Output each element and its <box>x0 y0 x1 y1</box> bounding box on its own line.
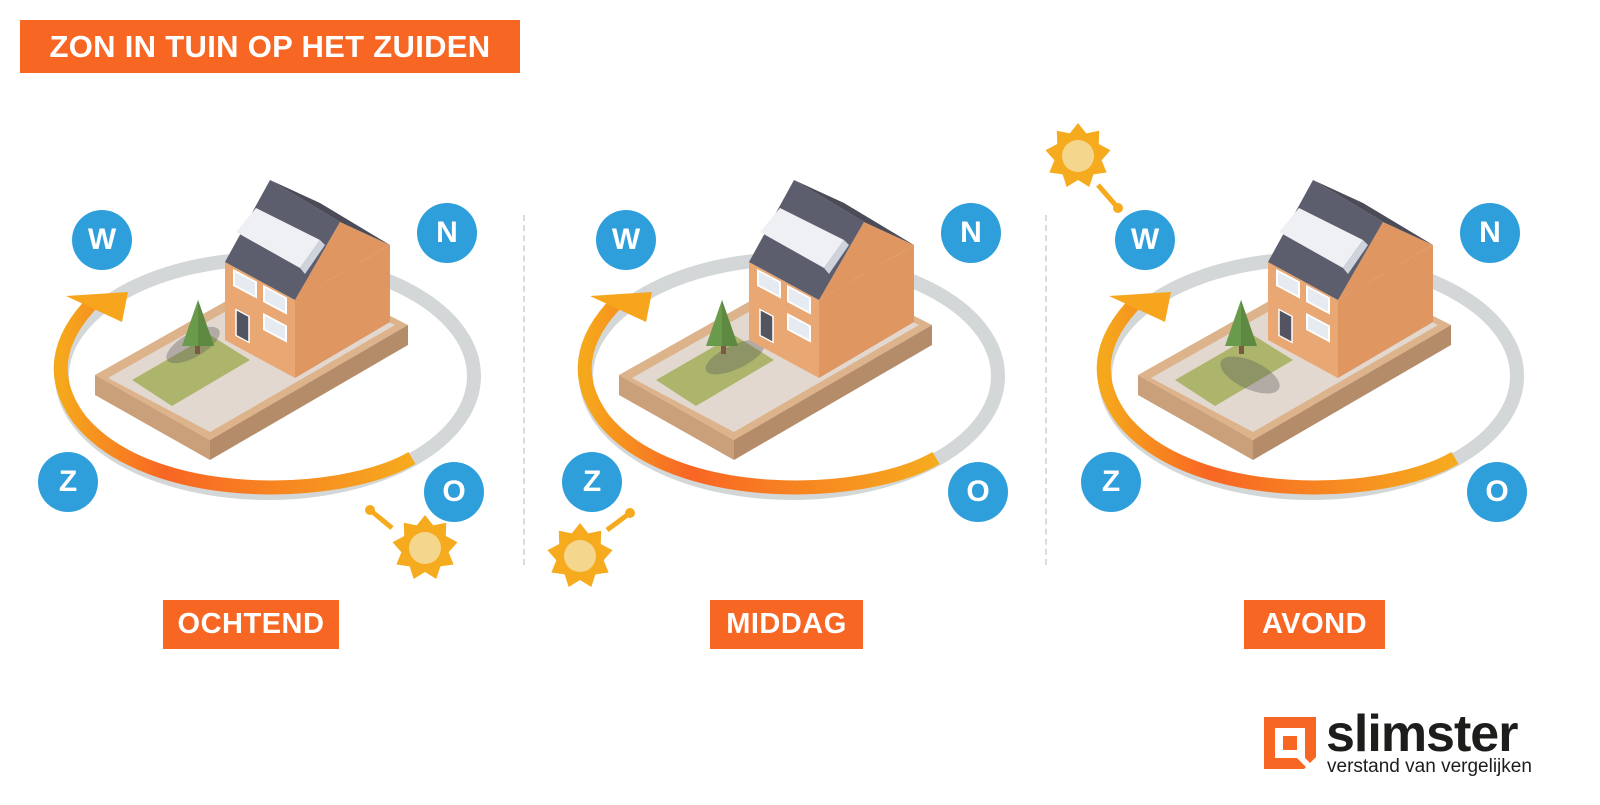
panel-divider <box>1045 215 1047 565</box>
tree-trunk <box>195 340 200 354</box>
compass-west-badge: W <box>72 210 132 270</box>
dormer <box>1279 208 1363 268</box>
house-roof <box>1268 180 1383 300</box>
logo-mark-icon <box>1264 717 1316 769</box>
sun-path-arc <box>1115 290 1453 487</box>
arc-arrowhead-icon <box>1109 292 1171 322</box>
house-front-wall <box>1268 262 1338 378</box>
slimster-logo: slimster verstand van vergelijken <box>1264 705 1594 782</box>
dormer <box>236 208 320 268</box>
tree-trunk <box>1239 340 1244 354</box>
compass-west-badge: W <box>1115 210 1175 270</box>
sun-direction-arrow-icon <box>605 510 632 533</box>
phase-label-evening: AVOND <box>1244 600 1385 649</box>
house-front-wall <box>225 262 295 378</box>
logo-tagline: verstand van vergelijken <box>1327 756 1532 777</box>
house-roof <box>225 180 340 300</box>
house-side-wall <box>295 245 390 378</box>
compass-east-badge: O <box>1467 462 1527 522</box>
phase-label-afternoon: MIDDAG <box>710 600 863 649</box>
title-badge: ZON IN TUIN OP HET ZUIDEN <box>20 20 520 73</box>
orbit-ring <box>55 252 481 500</box>
compass-north-badge: N <box>1460 203 1520 263</box>
tree-icon <box>706 300 738 346</box>
sun-path-arc <box>72 290 410 487</box>
compass-west-badge: W <box>596 210 656 270</box>
orbit-ring <box>579 252 1005 500</box>
tree-icon <box>182 300 214 346</box>
arc-arrowhead-icon <box>590 292 652 322</box>
compass-north-badge: N <box>941 203 1001 263</box>
orbit-ring <box>1098 252 1524 500</box>
sun-icon <box>1045 123 1111 187</box>
compass-east-badge: O <box>424 462 484 522</box>
house-front-wall <box>749 262 819 378</box>
sun-icon <box>392 515 458 579</box>
sun-path-arc <box>596 290 934 487</box>
house-roof <box>749 180 864 300</box>
arc-arrowhead-icon <box>66 292 128 322</box>
logo-wordmark: slimster <box>1326 705 1518 763</box>
house-side-wall <box>819 245 914 378</box>
phase-label-morning: OCHTEND <box>163 600 339 649</box>
sun-direction-arrow-icon <box>368 508 394 530</box>
panel-divider <box>523 215 525 565</box>
compass-south-badge: Z <box>1081 452 1141 512</box>
tree-icon <box>1225 300 1257 346</box>
compass-north-badge: N <box>417 203 477 263</box>
dormer <box>760 208 844 268</box>
tree-trunk <box>721 340 726 354</box>
house-side-wall <box>1338 245 1433 378</box>
compass-south-badge: Z <box>562 452 622 512</box>
compass-south-badge: Z <box>38 452 98 512</box>
compass-east-badge: O <box>948 462 1008 522</box>
sun-icon <box>547 523 613 587</box>
sun-direction-arrow-icon <box>1096 183 1120 210</box>
